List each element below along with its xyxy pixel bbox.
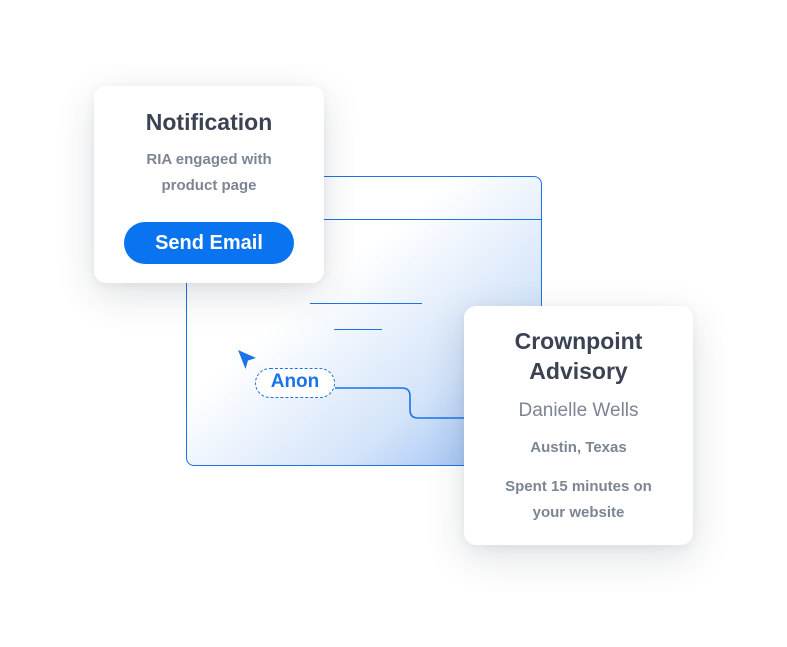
person-name: Danielle Wells xyxy=(518,400,639,421)
content-line-2 xyxy=(334,329,382,330)
visitor-activity: Spent 15 minutes on your website xyxy=(464,474,693,526)
browser-toolbar-divider xyxy=(187,219,541,220)
content-line-1 xyxy=(310,303,422,304)
notification-message-line-2: product page xyxy=(161,177,257,194)
company-name-line-1: Crownpoint xyxy=(514,328,643,354)
visitor-profile-card: Crownpoint Advisory Danielle Wells Austi… xyxy=(464,306,693,545)
anon-visitor-tag: Anon xyxy=(255,368,335,398)
visitor-activity-line-2: your website xyxy=(532,504,625,521)
notification-title: Notification xyxy=(145,109,273,135)
company-name-line-2: Advisory xyxy=(529,358,628,384)
cursor-arrow-icon xyxy=(238,350,256,369)
notification-message: RIA engaged with product page xyxy=(94,147,324,199)
company-name: Crownpoint Advisory xyxy=(464,326,693,386)
send-email-button[interactable]: Send Email xyxy=(124,222,294,264)
visitor-location: Austin, Texas xyxy=(530,439,627,456)
notification-card: Notification RIA engaged with product pa… xyxy=(94,86,324,283)
notification-message-line-1: RIA engaged with xyxy=(146,151,272,168)
visitor-activity-line-1: Spent 15 minutes on xyxy=(505,478,652,495)
